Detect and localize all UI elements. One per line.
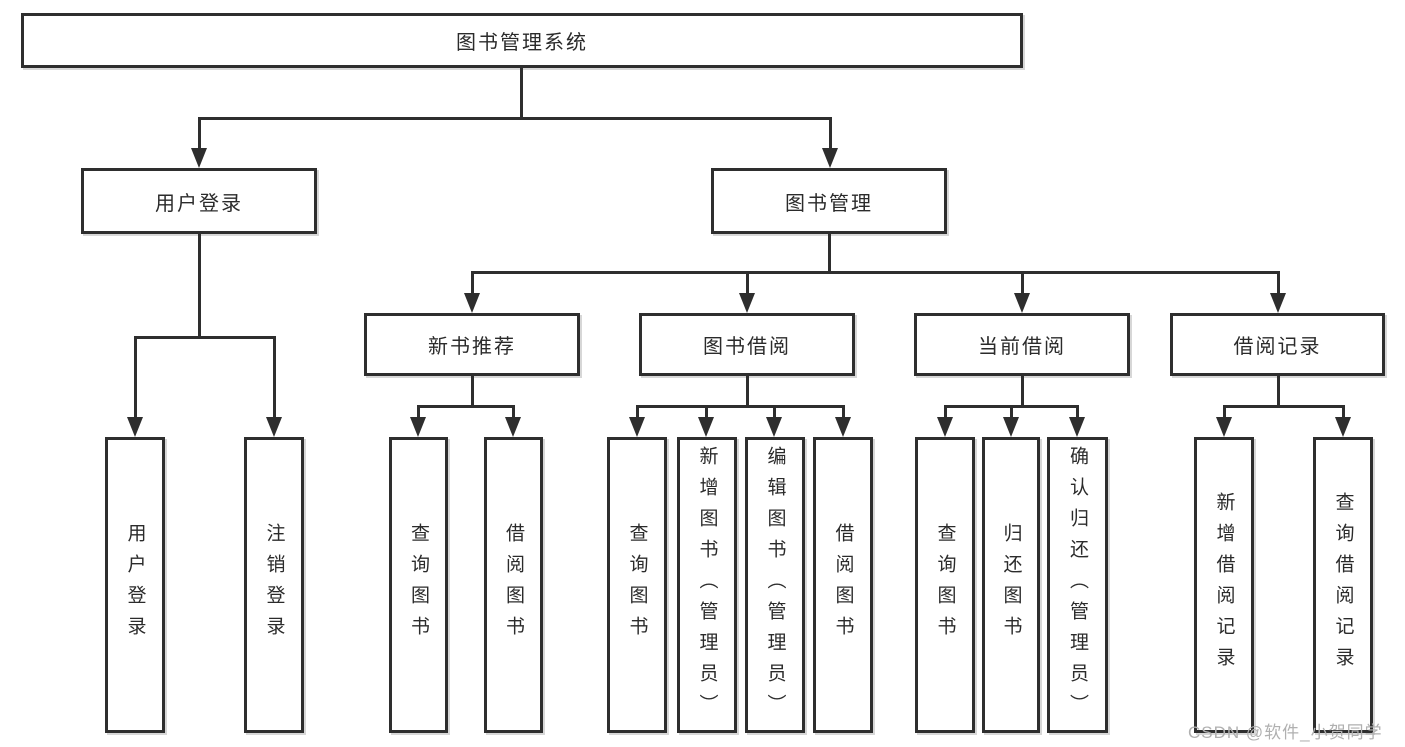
connector-line [829,117,832,155]
connector-line [198,234,201,339]
node-label: 用户登录 [155,192,243,215]
arrow-down-icon [766,417,782,437]
arrow-down-icon [1335,417,1351,437]
leaf-borrow-books: 借阅图书 [813,437,873,733]
connector-line [1223,405,1226,424]
node-book-borrowing: 图书借阅 [639,313,855,376]
node-label: 当前借阅 [978,336,1066,358]
node-label: 新书推荐 [428,336,516,358]
leaf-query-borrow-record: 查询借阅记录 [1313,437,1373,733]
leaf-label: 查询图书 [934,523,956,647]
leaf-confirm-return-admin: 确认归还（管理员） [1047,437,1108,733]
leaf-label: 新增图书（管理员） [696,445,718,725]
arrow-down-icon [464,293,480,313]
arrow-down-icon [1003,417,1019,437]
leaf-label: 查询借阅记录 [1332,492,1354,678]
connector-line [636,405,844,408]
leaf-logout: 注销登录 [244,437,304,733]
arrow-down-icon [629,417,645,437]
leaf-label: 查询图书 [626,523,648,647]
connector-line [471,271,1280,274]
leaf-query-books: 查询图书 [607,437,667,733]
leaf-add-books-admin: 新增图书（管理员） [677,437,737,733]
node-library-management-system: 图书管理系统 [21,13,1023,68]
connector-line [773,405,776,424]
connector-line [471,271,474,301]
leaf-label: 查询图书 [408,523,429,647]
connector-line [1277,376,1280,408]
connector-line [417,405,514,408]
node-book-management: 图书管理 [711,168,947,234]
node-label: 借阅记录 [1233,336,1322,358]
leaf-label: 确认归还（管理员） [1067,445,1088,725]
connector-line [1277,271,1280,301]
connector-line [134,336,276,339]
leaf-label: 编辑图书（管理员） [764,445,786,725]
connector-line [944,405,947,424]
connector-line [520,68,523,120]
connector-line [512,405,515,424]
arrow-down-icon [1014,293,1030,313]
connector-line [198,117,831,120]
arrow-down-icon [410,417,426,437]
node-label: 图书管理 [785,192,873,215]
leaf-label: 新增借阅记录 [1213,492,1235,678]
arrow-down-icon [937,417,953,437]
connector-line [417,405,420,424]
leaf-user-login: 用户登录 [105,437,165,733]
node-label: 图书管理系统 [456,32,588,54]
leaf-add-borrow-record: 新增借阅记录 [1194,437,1254,733]
arrow-down-icon [266,417,282,437]
leaf-label: 注销登录 [263,523,285,647]
connector-line [636,405,639,424]
connector-line [828,234,831,274]
connector-line [1223,405,1344,408]
arrow-down-icon [698,417,714,437]
leaf-query-books: 查询图书 [915,437,975,733]
node-current-borrowing: 当前借阅 [914,313,1130,376]
arrow-down-icon [1270,293,1286,313]
leaf-label: 用户登录 [124,523,146,647]
leaf-return-books: 归还图书 [982,437,1040,733]
connector-line [842,405,845,424]
connector-line [1021,376,1024,408]
leaf-label: 归还图书 [1000,523,1022,647]
arrow-down-icon [127,417,143,437]
csdn-watermark: CSDN @软件_小贺同学 [1188,723,1383,742]
connector-line [198,117,201,155]
connector-line [471,376,474,408]
leaf-edit-books-admin: 编辑图书（管理员） [745,437,805,733]
connector-line [1021,271,1024,301]
connector-line [273,336,276,424]
arrow-down-icon [191,148,207,168]
connector-line [705,405,708,424]
node-new-book-recommend: 新书推荐 [364,313,580,376]
connector-line [746,271,749,301]
node-label: 图书借阅 [703,336,791,358]
arrow-down-icon [739,293,755,313]
node-user-login: 用户登录 [81,168,317,234]
connector-line [134,336,137,424]
leaf-query-books: 查询图书 [389,437,448,733]
connector-line [1342,405,1345,424]
arrow-down-icon [835,417,851,437]
connector-line [746,376,749,408]
arrow-down-icon [1216,417,1232,437]
leaf-borrow-books: 借阅图书 [484,437,543,733]
leaf-label: 借阅图书 [503,523,524,647]
connector-line [1010,405,1013,424]
arrow-down-icon [822,148,838,168]
node-borrowing-records: 借阅记录 [1170,313,1385,376]
leaf-label: 借阅图书 [832,523,854,647]
arrow-down-icon [1069,417,1085,437]
arrow-down-icon [505,417,521,437]
connector-line [1076,405,1079,424]
